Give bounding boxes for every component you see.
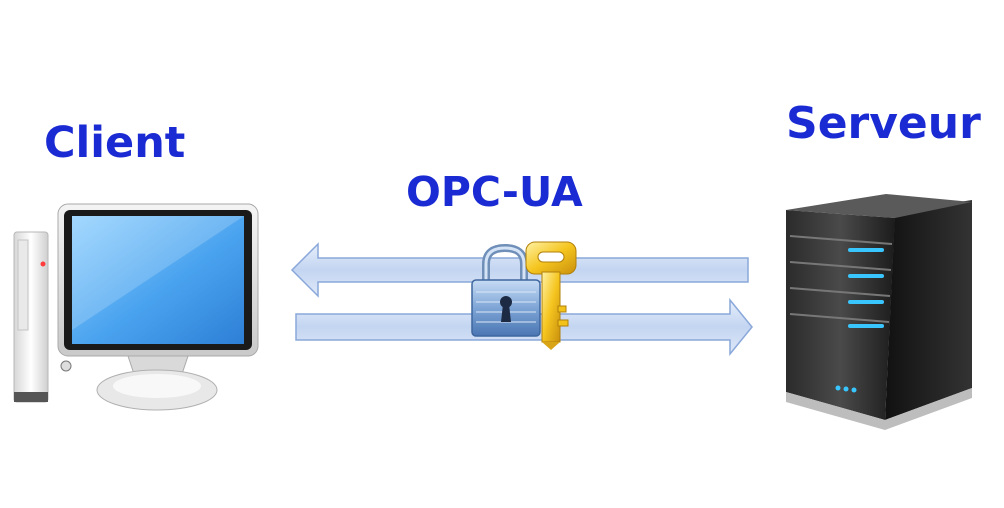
padlock-icon: [471, 243, 541, 337]
key-icon: [525, 241, 577, 350]
server-tower-icon: [786, 194, 972, 430]
server-label: Serveur: [786, 98, 981, 149]
desktop-computer-icon: [13, 203, 259, 411]
protocol-label: OPC-UA: [406, 168, 583, 216]
client-label: Client: [44, 118, 186, 168]
